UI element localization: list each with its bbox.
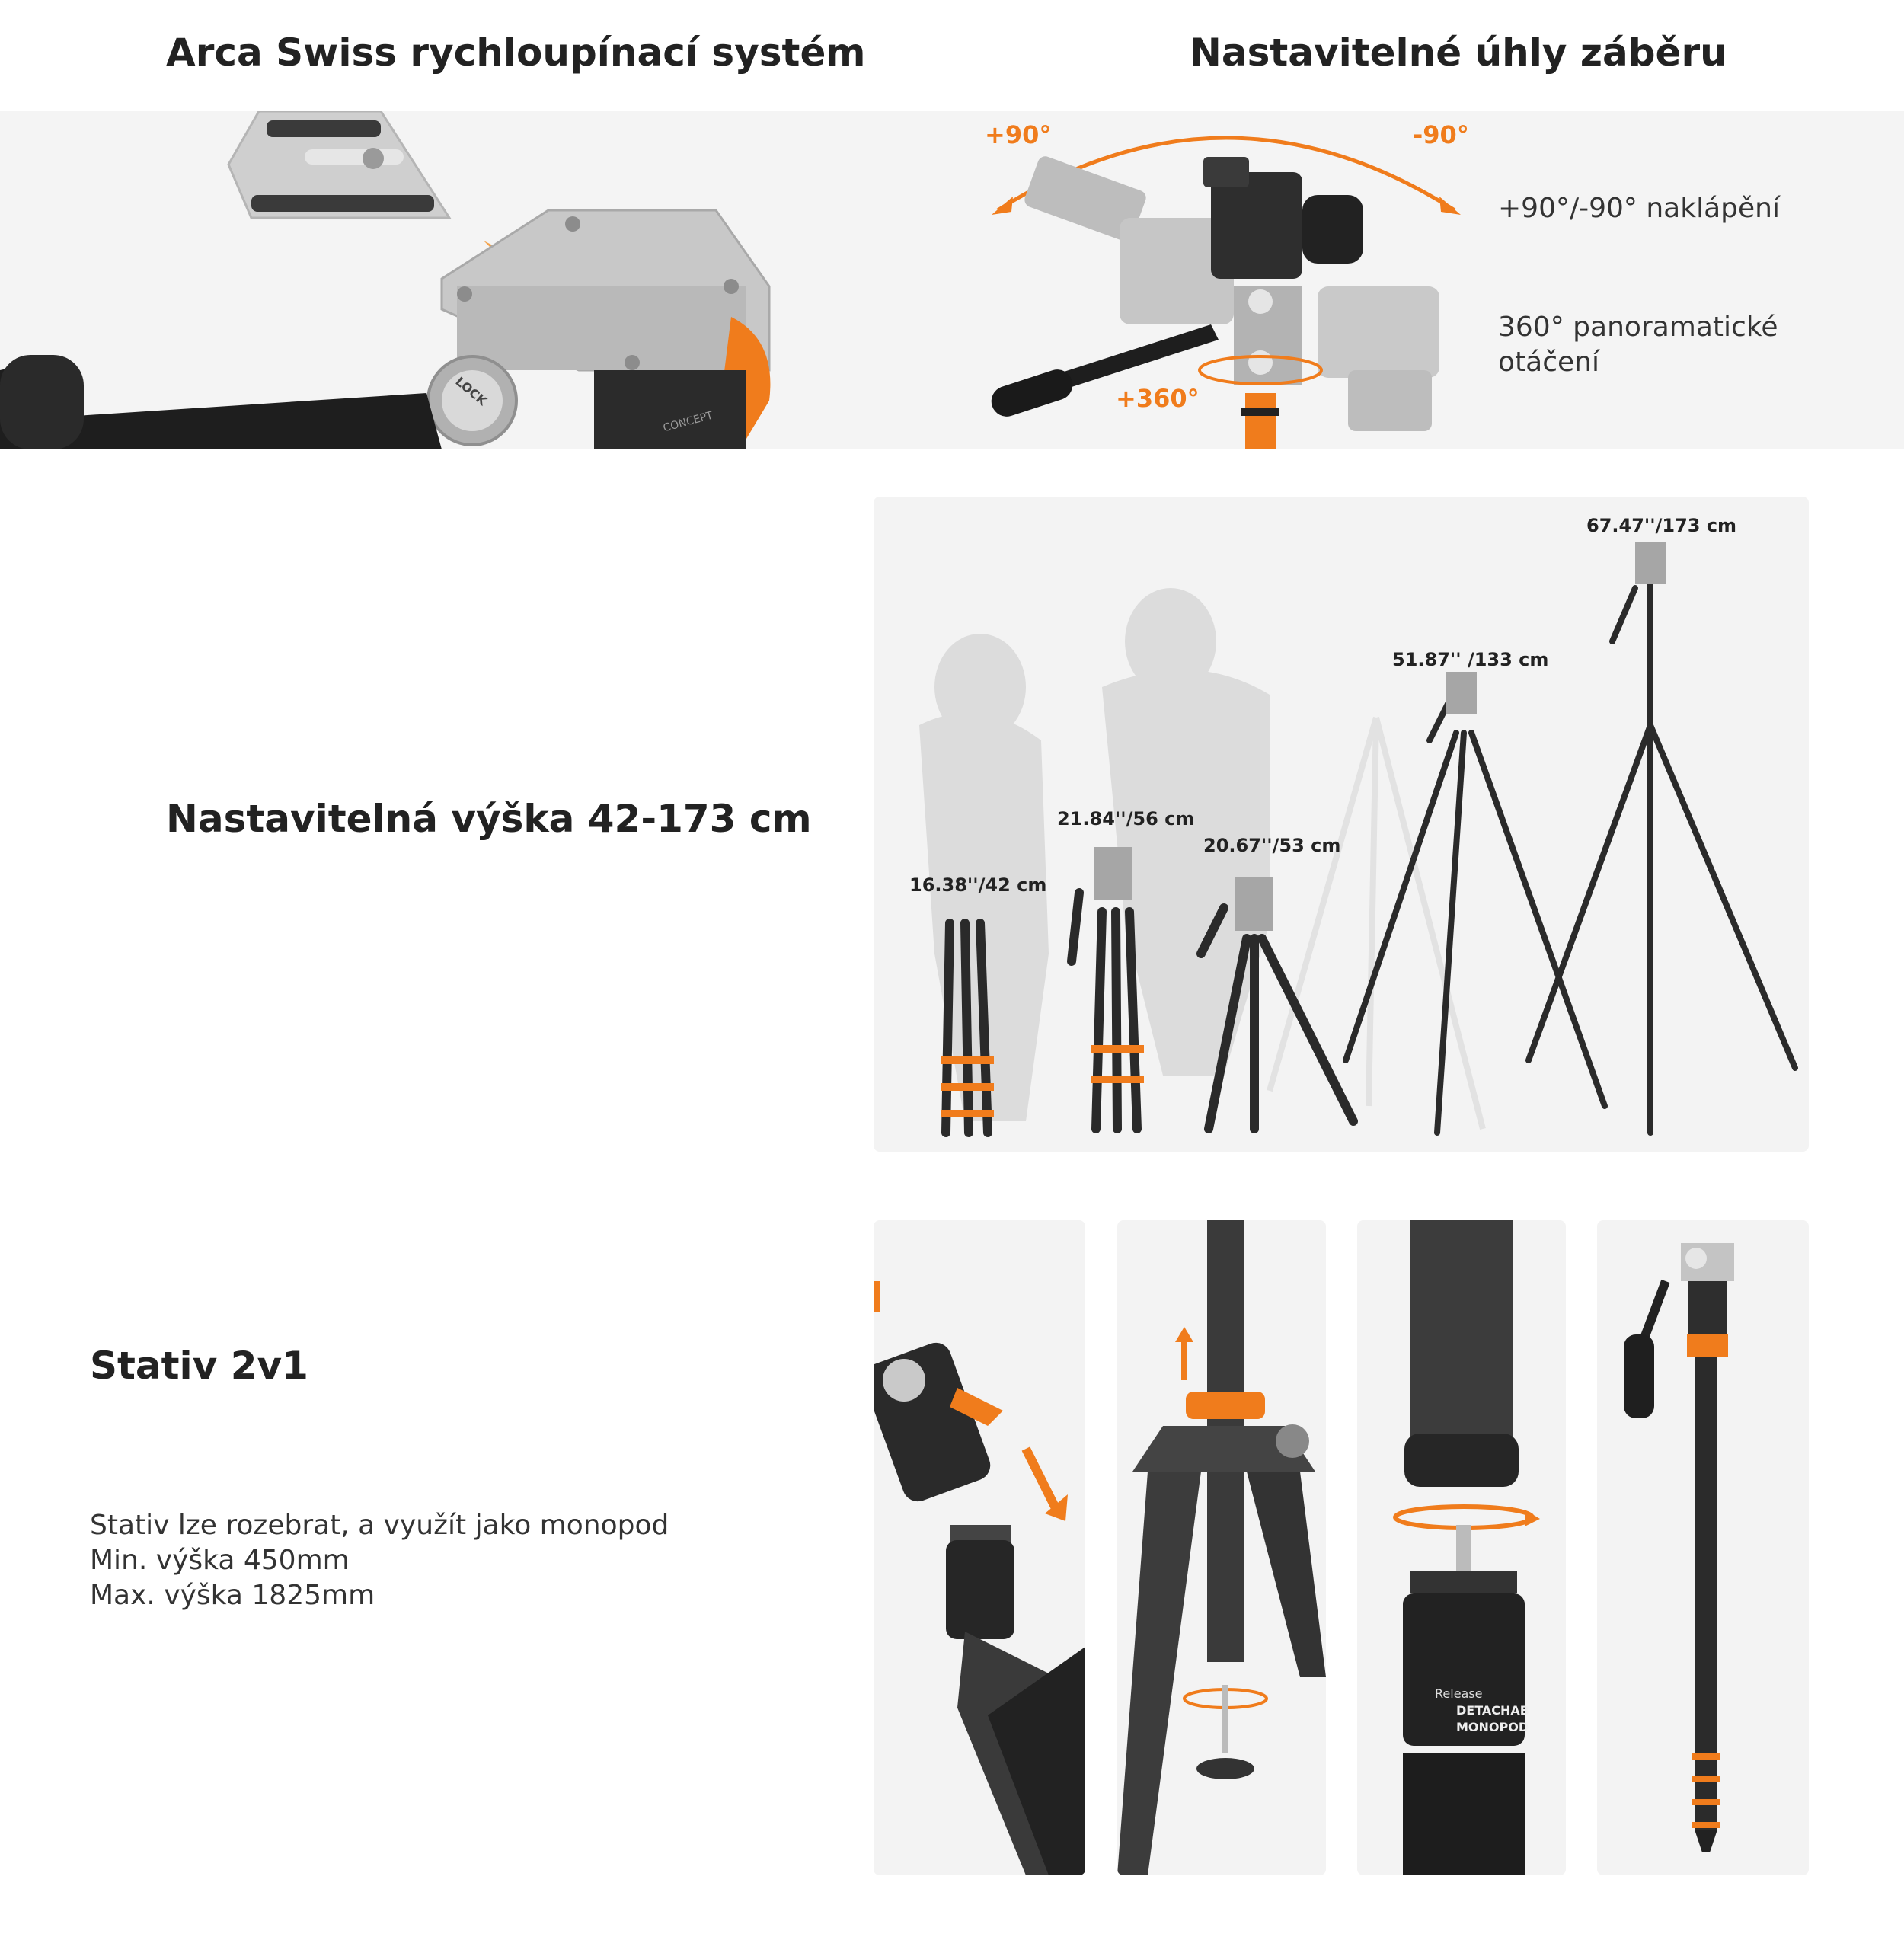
height-label-3: 20.67''/53 cm: [1203, 835, 1341, 856]
tilt-pan-image: +90° -90° +360°: [982, 111, 1485, 449]
tilt-left-label: +90°: [985, 120, 1052, 149]
convertible-desc-line2: Min. výška 450mm: [90, 1545, 350, 1576]
monopod-image: [1597, 1220, 1809, 1875]
convertible-desc-line1: Stativ lze rozebrat, a využít jako monop…: [90, 1510, 669, 1541]
detach-label-line2: MONOPOD: [1456, 1720, 1529, 1734]
detach-step-image-1: [874, 1220, 1085, 1875]
arca-title: Arca Swiss rychloupínací systém: [166, 30, 866, 75]
height-label-5: 67.47''/173 cm: [1586, 515, 1737, 536]
pan-description-line1: 360° panoramatické: [1498, 312, 1778, 343]
height-comparison-image: 16.38''/42 cm 21.84''/56 cm 20.67''/53 c…: [874, 497, 1809, 1152]
tilt-right-label: -90°: [1413, 120, 1469, 149]
height-label-2: 21.84''/56 cm: [1057, 808, 1195, 829]
height-label-1: 16.38''/42 cm: [909, 874, 1047, 896]
pan-description-line2: otáčení: [1498, 347, 1599, 378]
pan-label: +360°: [1116, 384, 1200, 413]
height-label-4: 51.87'' /133 cm: [1392, 649, 1549, 670]
convertible-desc-line3: Max. výška 1825mm: [90, 1580, 375, 1611]
convertible-title: Stativ 2v1: [90, 1344, 308, 1388]
release-label: Release: [1435, 1686, 1483, 1701]
arca-plate-image: LOCK CONCEPT: [0, 111, 838, 449]
detach-step-image-3: Release DETACHAB MONOPOD: [1357, 1220, 1566, 1875]
angles-title: Nastavitelné úhly záběru: [1190, 30, 1727, 75]
tilt-description: +90°/-90° naklápění: [1498, 193, 1780, 224]
detach-label-line1: DETACHAB: [1456, 1703, 1529, 1718]
detach-step-image-2: [1117, 1220, 1326, 1875]
height-title: Nastavitelná výška 42-173 cm: [166, 797, 812, 841]
